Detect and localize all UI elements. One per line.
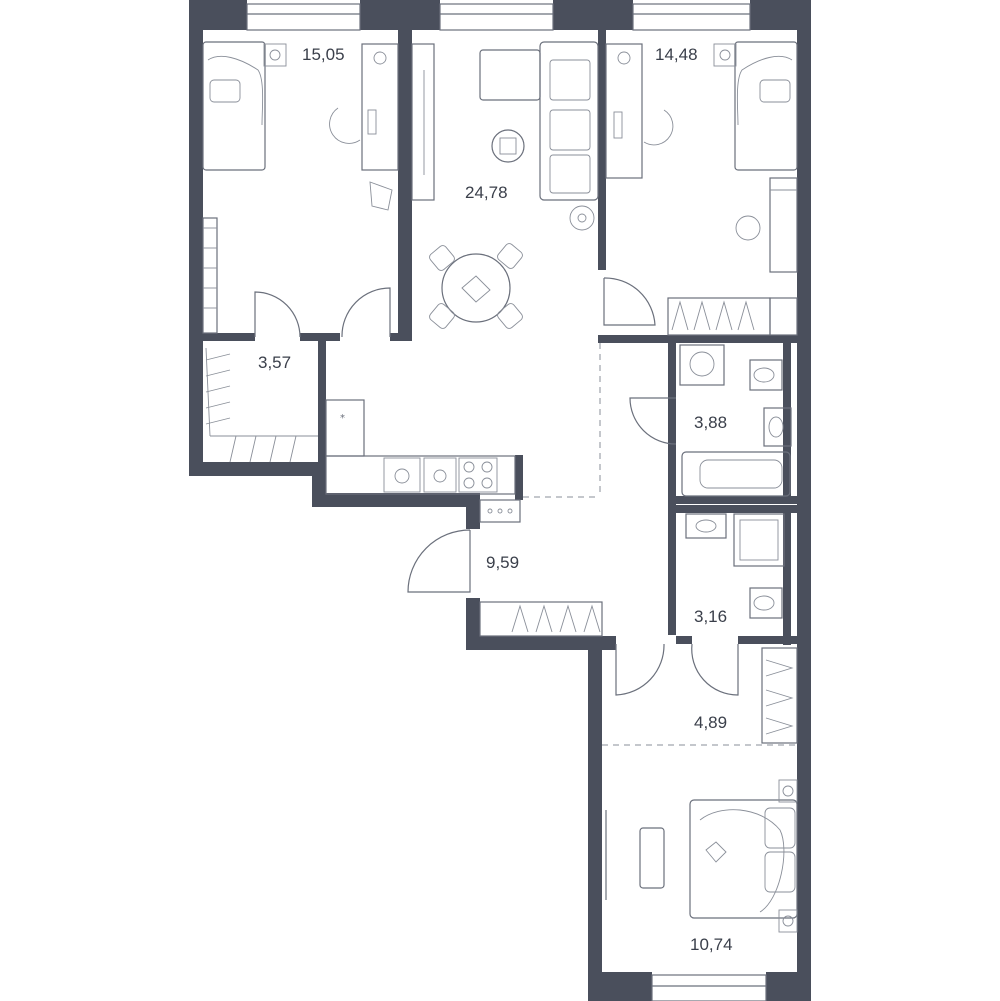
wardrobe-icon — [667, 297, 798, 336]
desk-icon — [605, 43, 674, 179]
desk-icon — [329, 43, 399, 171]
sink-icon — [763, 407, 792, 447]
toilet-icon — [749, 587, 783, 619]
area-label-bedroom-northeast: 14,48 — [655, 45, 698, 64]
bed-icon — [202, 41, 287, 171]
tv-stand-icon — [411, 43, 435, 201]
area-label-wardrobe: 3,57 — [258, 353, 291, 372]
toys-icon — [369, 181, 393, 211]
doors — [254, 277, 739, 696]
area-label-shower-room: 3,16 — [694, 607, 727, 626]
walls — [189, 0, 811, 1001]
area-label-bedroom-northwest: 15,05 — [302, 45, 345, 64]
coffee-table-icon — [491, 129, 525, 163]
bed-icon — [713, 41, 798, 171]
piano-icon — [769, 177, 798, 273]
rug-icon — [735, 215, 761, 241]
nightstand-icon — [778, 779, 798, 933]
zone-lines — [523, 343, 797, 746]
area-labels: 15,05 24,78 14,48 3,57 3,88 9,59 3,16 4,… — [258, 45, 733, 954]
area-label-bedroom-south: 10,74 — [690, 935, 733, 954]
shower-icon — [733, 513, 785, 567]
sink-icon — [685, 513, 727, 539]
wardrobe-shelf-icon — [202, 217, 218, 334]
area-label-hallway: 9,59 — [486, 553, 519, 572]
wardrobe-icon — [479, 601, 603, 637]
windows — [246, 3, 767, 1001]
svg-text:*: * — [340, 413, 345, 424]
sofa-icon — [479, 41, 599, 201]
bathtub-icon — [681, 451, 791, 497]
dining-table-icon — [429, 243, 523, 329]
bed-icon — [689, 799, 798, 919]
wardrobe-hanger-icon — [205, 347, 318, 463]
plant-icon — [569, 205, 595, 231]
toilet-icon — [749, 359, 783, 391]
area-label-bathroom: 3,88 — [694, 413, 727, 432]
washer-icon — [679, 344, 725, 386]
wardrobe-icon — [761, 647, 798, 744]
bench-icon — [639, 827, 665, 889]
shoe-bench-icon — [479, 499, 521, 523]
area-label-corridor: 4,89 — [694, 713, 727, 732]
area-label-living-kitchen: 24,78 — [465, 183, 508, 202]
kitchen-counter-icon: * — [325, 399, 516, 495]
